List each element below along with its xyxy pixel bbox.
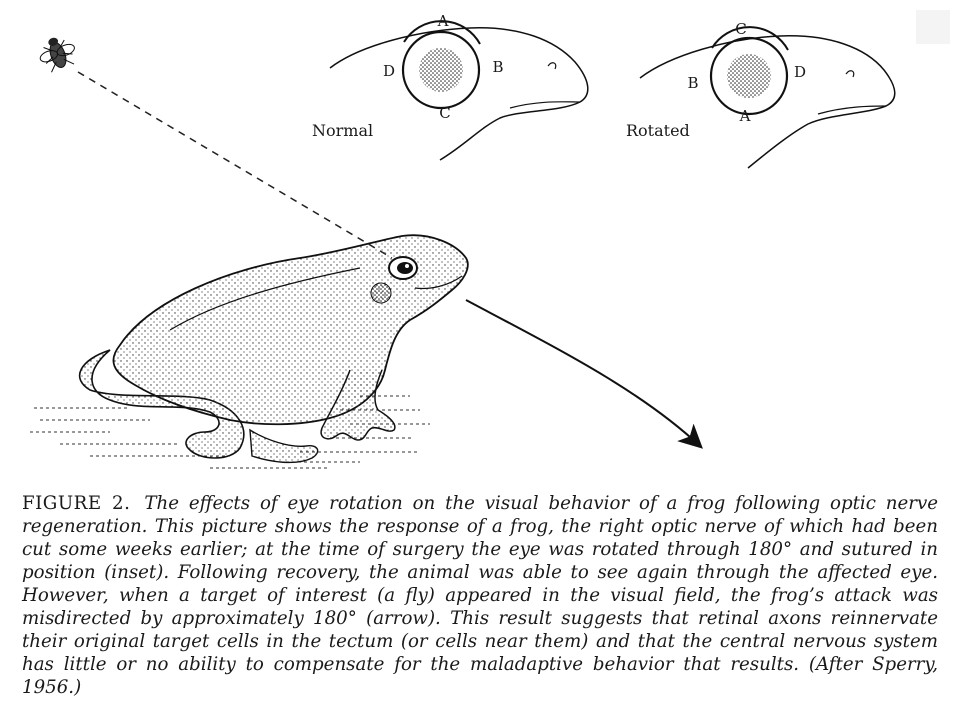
rotated-letter-top: C xyxy=(735,20,746,38)
fly-icon xyxy=(39,37,75,73)
rotated-letter-right: D xyxy=(794,63,806,81)
normal-letter-top: A xyxy=(437,12,449,30)
arrow-icon xyxy=(465,299,703,449)
figure-caption: FIGURE 2.The effects of eye rotation on … xyxy=(22,492,938,699)
normal-letter-right: B xyxy=(492,58,503,76)
sight-line xyxy=(77,71,393,259)
caption-text: The effects of eye rotation on the visua… xyxy=(22,493,939,698)
figure-illustration: A D B C Normal C B D A Rotated xyxy=(30,12,896,469)
ground-lines xyxy=(30,395,430,469)
frog-head-outline xyxy=(329,27,589,161)
normal-label: Normal xyxy=(312,121,373,140)
frog-illustration xyxy=(78,234,469,464)
frog-head-outline-rotated xyxy=(639,35,896,169)
rotated-eye-inset: C B D A Rotated xyxy=(626,20,896,169)
figure-label: FIGURE 2. xyxy=(22,493,131,514)
normal-letter-left: D xyxy=(383,62,395,80)
normal-letter-bottom: C xyxy=(439,104,450,122)
corner-artifact xyxy=(916,10,950,44)
rotated-letter-bottom: A xyxy=(739,107,751,125)
rotated-label: Rotated xyxy=(626,121,690,140)
rotated-letter-left: B xyxy=(687,74,698,92)
normal-eye-inset: A D B C Normal xyxy=(312,12,589,161)
